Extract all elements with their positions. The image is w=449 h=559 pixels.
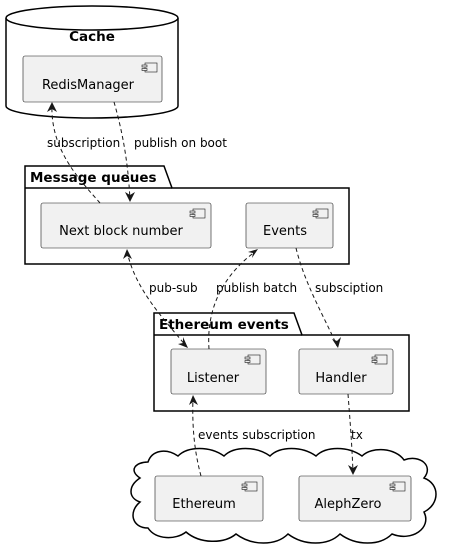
component-icon xyxy=(241,481,258,492)
component-icon xyxy=(189,208,206,219)
edge-events-subscription: events subscription xyxy=(189,395,315,477)
component-icon xyxy=(371,354,388,365)
alephzero-component: AlephZero xyxy=(298,475,412,522)
edge-subsciption: subsciption xyxy=(295,247,383,348)
next-block-number-component: Next block number xyxy=(40,202,212,249)
ethereum-component: Ethereum xyxy=(154,475,264,522)
edge-publish-on-boot: publish on boot xyxy=(113,101,227,202)
ethereum-events-title: Ethereum events xyxy=(159,317,289,333)
edge-pub-sub: pub-sub xyxy=(123,249,198,348)
edge-subscription: subscription xyxy=(47,102,120,204)
events-label: Events xyxy=(263,224,307,239)
redis-manager-component: RedisManager xyxy=(22,55,163,103)
next-block-number-label: Next block number xyxy=(59,224,183,239)
handler-label: Handler xyxy=(315,371,367,386)
component-icon xyxy=(389,481,406,492)
edge-tx-label: tx xyxy=(351,428,363,442)
ethereum-label: Ethereum xyxy=(172,497,236,512)
listener-component: Listener xyxy=(170,348,267,395)
component-icon xyxy=(312,208,329,219)
edge-subscription-label: subscription xyxy=(47,136,120,150)
listener-label: Listener xyxy=(187,371,240,386)
edge-subsciption-label: subsciption xyxy=(315,281,383,295)
edge-publish-batch-label: publish batch xyxy=(216,281,297,295)
cache-title: Cache xyxy=(69,29,115,45)
component-icon xyxy=(141,62,158,73)
edge-pub-sub-label: pub-sub xyxy=(149,281,198,295)
edge-tx: tx xyxy=(347,393,363,475)
alephzero-label: AlephZero xyxy=(315,497,382,512)
handler-component: Handler xyxy=(298,348,394,395)
events-component: Events xyxy=(245,202,334,249)
message-queues-title: Message queues xyxy=(30,170,157,186)
component-icon xyxy=(244,354,261,365)
redis-manager-label: RedisManager xyxy=(42,78,135,93)
edge-publish-on-boot-label: publish on boot xyxy=(134,136,227,150)
edge-publish-batch: publish batch xyxy=(208,249,297,350)
edge-events-subscription-label: events subscription xyxy=(198,428,315,442)
